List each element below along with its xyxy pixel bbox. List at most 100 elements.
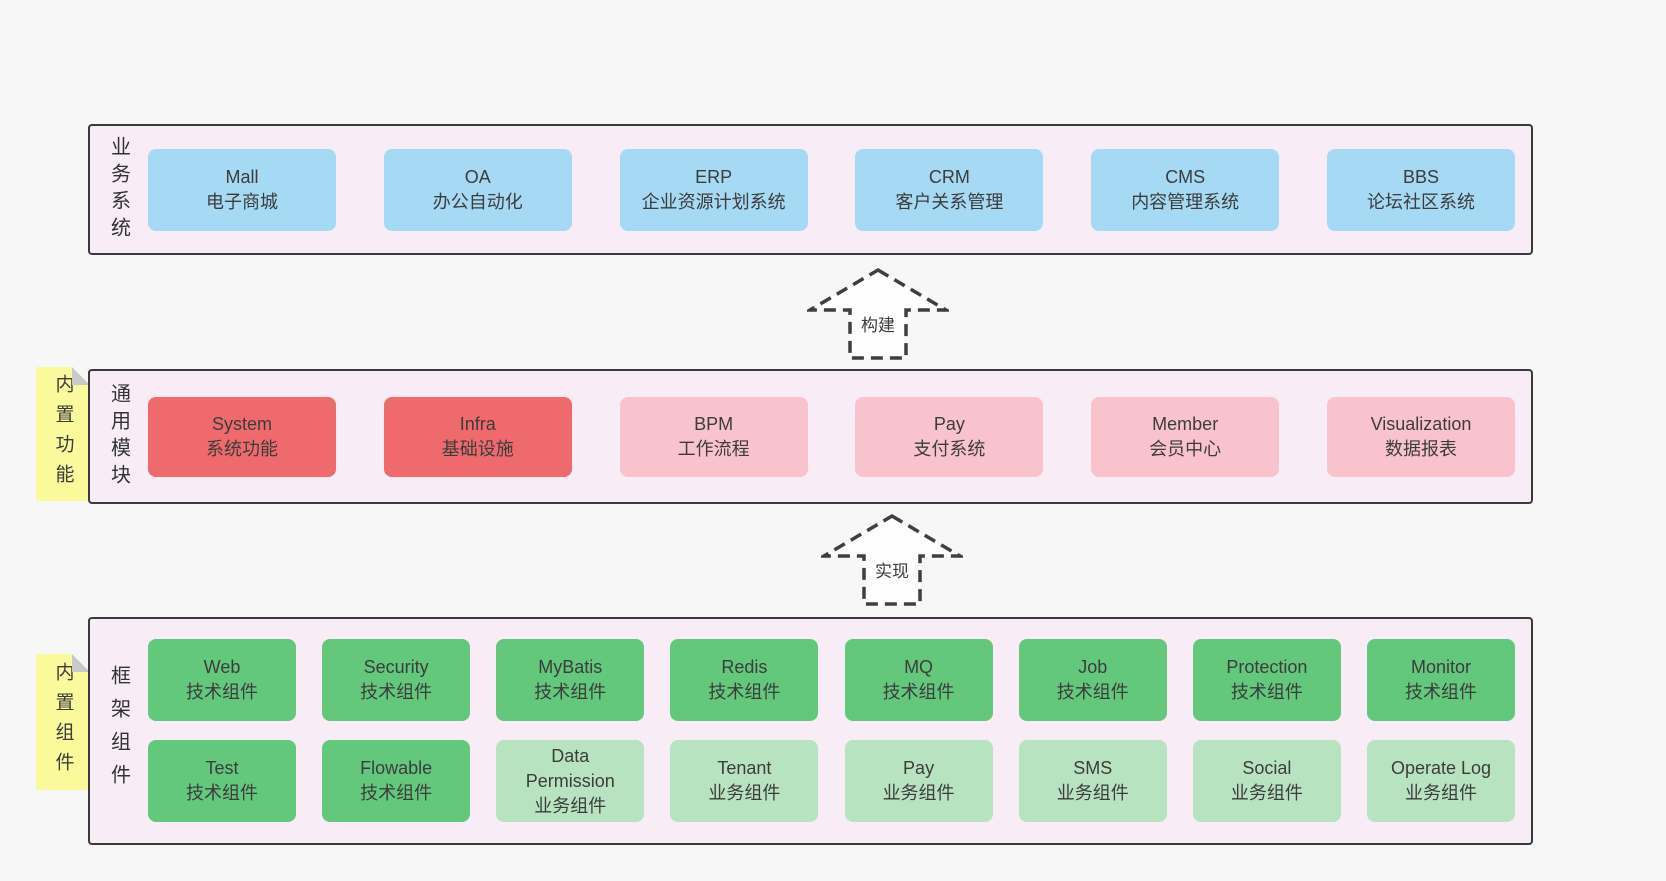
box-desc: 业务组件 [1404, 783, 1477, 803]
band-boxes: System 系统功能 Infra 基础设施 BPM 工作流程 Pay 支付系统… [148, 371, 1515, 502]
box-desc: 电子商城 [206, 191, 278, 212]
box-name: BBS [1402, 166, 1439, 187]
box-name: Pay [933, 413, 965, 434]
sticky-note-label: 内置功能 [52, 374, 74, 494]
sticky-note-label: 内置组件 [52, 662, 74, 782]
box-name: Monitor [1410, 657, 1471, 677]
component-row: Web 技术组件 Security 技术组件 MyBatis 技术组件 Redi… [148, 639, 1515, 721]
box-security: Security 技术组件 [322, 639, 471, 721]
box-monitor: Monitor 技术组件 [1366, 639, 1515, 721]
box-name: BPM [694, 413, 734, 434]
box-name: Flowable [360, 758, 433, 778]
box-job: Job 技术组件 [1018, 639, 1167, 721]
box-operate-log: Operate Log 业务组件 [1366, 740, 1515, 822]
box-name: Protection [1226, 657, 1308, 677]
box-name: MyBatis [538, 657, 603, 677]
box-desc: 数据报表 [1384, 438, 1457, 459]
component-row: Test 技术组件 Flowable 技术组件 Data Permission … [148, 740, 1515, 822]
band-boxes: Web 技术组件 Security 技术组件 MyBatis 技术组件 Redi… [148, 619, 1515, 843]
box-name: Redis [721, 657, 768, 677]
box-name: Web [203, 657, 241, 677]
band-label: 业务系统 [107, 135, 130, 244]
box-sms: SMS 业务组件 [1018, 740, 1167, 822]
box-desc: 技术组件 [360, 783, 433, 803]
box-mall: Mall 电子商城 [148, 148, 336, 231]
box-name: ERP [695, 166, 733, 187]
box-pay-component: Pay 业务组件 [844, 740, 993, 822]
box-desc: 技术组件 [882, 682, 955, 702]
box-redis: Redis 技术组件 [670, 639, 819, 721]
band-label: 框架组件 [107, 665, 130, 797]
box-name: System [211, 413, 272, 434]
box-name: OA [464, 166, 491, 187]
box-infra: Infra 基础设施 [383, 396, 572, 477]
box-name: Job [1078, 657, 1108, 677]
box-system: System 系统功能 [148, 396, 336, 477]
box-name: Social [1242, 758, 1292, 778]
band-label: 通用模块 [107, 382, 130, 491]
box-desc: 基础设施 [441, 438, 514, 459]
box-oa: OA 办公自动化 [383, 148, 572, 231]
box-social: Social 业务组件 [1192, 740, 1341, 822]
box-desc: 技术组件 [1230, 682, 1303, 702]
box-visualization: Visualization 数据报表 [1326, 396, 1515, 477]
arrow-implement: 实现 [821, 513, 963, 607]
box-name: Operate Log [1390, 758, 1492, 778]
band-boxes: Mall 电子商城 OA 办公自动化 ERP 企业资源计划系统 CRM 客户关系… [148, 126, 1515, 253]
box-tenant: Tenant 业务组件 [670, 740, 819, 822]
box-desc: 技术组件 [186, 783, 258, 803]
box-desc: 技术组件 [186, 682, 258, 702]
box-name: Visualization [1370, 413, 1472, 434]
box-desc: 业务组件 [708, 783, 781, 803]
box-crm: CRM 客户关系管理 [855, 148, 1044, 231]
box-name: Security [363, 657, 429, 677]
sticky-note-builtin-features: 内置功能 [36, 367, 90, 501]
band-framework-components: 框架组件 Web 技术组件 Security 技术组件 MyBatis 技术组件… [88, 617, 1533, 845]
box-desc: 企业资源计划系统 [641, 191, 786, 212]
sticky-note-builtin-components: 内置组件 [36, 654, 90, 790]
box-protection: Protection 技术组件 [1192, 639, 1341, 721]
box-desc: 技术组件 [1056, 682, 1129, 702]
box-flowable: Flowable 技术组件 [322, 740, 471, 822]
box-erp: ERP 企业资源计划系统 [619, 148, 808, 231]
box-name: MQ [904, 657, 934, 677]
box-name: CRM [928, 166, 970, 187]
box-mybatis: MyBatis 技术组件 [496, 639, 645, 721]
box-desc: 工作流程 [677, 438, 750, 459]
box-name: Infra [459, 413, 496, 434]
band-common-modules: 通用模块 System 系统功能 Infra 基础设施 BPM 工作流程 Pay… [88, 369, 1533, 504]
box-desc: 业务组件 [1056, 783, 1129, 803]
box-name: CMS [1165, 166, 1206, 187]
box-web: Web 技术组件 [148, 639, 296, 721]
box-mq: MQ 技术组件 [844, 639, 993, 721]
box-desc: 客户关系管理 [895, 191, 1004, 212]
box-name: Tenant [717, 758, 772, 778]
box-bbs: BBS 论坛社区系统 [1326, 148, 1515, 231]
box-test: Test 技术组件 [148, 740, 296, 822]
box-bpm: BPM 工作流程 [619, 396, 808, 477]
box-desc: 支付系统 [913, 438, 986, 459]
arrow-label: 实现 [872, 557, 912, 582]
box-name: Member [1152, 413, 1219, 434]
box-pay: Pay 支付系统 [855, 396, 1044, 477]
box-data-permission: Data Permission 业务组件 [496, 740, 645, 822]
box-desc: 技术组件 [1404, 682, 1477, 702]
box-name: Pay [903, 758, 935, 778]
box-desc: 论坛社区系统 [1366, 191, 1475, 212]
box-desc: 内容管理系统 [1131, 191, 1240, 212]
box-desc: 会员中心 [1149, 438, 1222, 459]
box-member: Member 会员中心 [1091, 396, 1280, 477]
box-desc: 系统功能 [206, 438, 278, 459]
box-desc: 业务组件 [534, 795, 607, 816]
box-name: SMS [1073, 758, 1113, 778]
box-name: Test [205, 758, 239, 778]
box-desc: 业务组件 [1230, 783, 1303, 803]
arrow-build: 构建 [807, 267, 949, 361]
box-desc: 技术组件 [708, 682, 781, 702]
box-cms: CMS 内容管理系统 [1091, 148, 1280, 231]
box-desc: 办公自动化 [432, 191, 523, 212]
box-desc: 技术组件 [534, 682, 607, 702]
box-desc: 技术组件 [360, 682, 433, 702]
band-business-systems: 业务系统 Mall 电子商城 OA 办公自动化 ERP 企业资源计划系统 CRM… [88, 124, 1533, 255]
